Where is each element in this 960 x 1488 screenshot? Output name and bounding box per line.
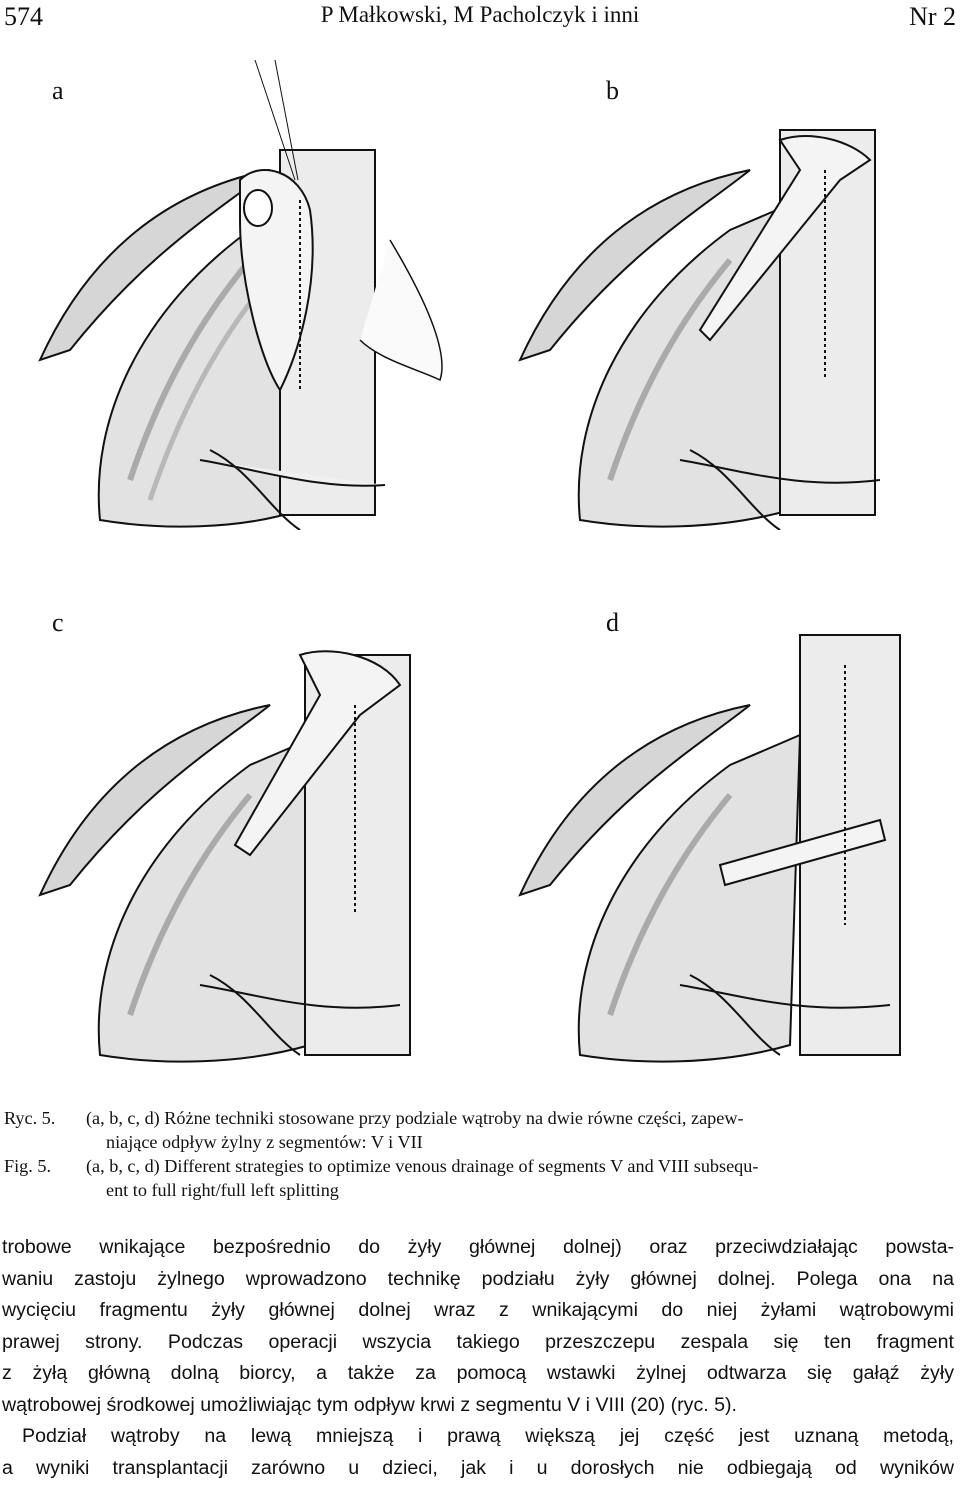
caption-ryc-line1: (a, b, c, d) Różne techniki stosowane pr…: [86, 1108, 744, 1128]
body-paragraphs: trobowe wnikające bezpośrednio do żyły g…: [2, 1232, 954, 1484]
caption-fig-line1: (a, b, c, d) Different strategies to opt…: [86, 1156, 759, 1176]
panel-label-d: d: [606, 608, 619, 637]
figure-panel-a: [38, 60, 443, 530]
caption-fig-tag: Fig. 5.: [4, 1156, 51, 1176]
body-line: a wyniki transplantacji zarówno u dzieci…: [2, 1456, 954, 1479]
caption-fig-line2: ent to full right/full left splitting: [106, 1180, 339, 1200]
issue-number: Nr 2: [909, 2, 956, 31]
panel-label-a: a: [52, 76, 64, 105]
body-line: wycięciu fragmentu żyły głównej dolnej w…: [2, 1299, 954, 1321]
caption-ryc-line2: niające odpływ żylny z segmentów: V i VI…: [106, 1132, 423, 1152]
figure-caption: Ryc. 5. (a, b, c, d) Różne techniki stos…: [0, 1106, 960, 1202]
body-line: Podział wątroby na lewą mniejszą i prawą…: [22, 1425, 954, 1447]
caption-ryc-tag: Ryc. 5.: [4, 1108, 56, 1128]
panel-label-b: b: [606, 76, 619, 105]
figure-panel-c: [38, 650, 411, 1063]
figure-panel-b: [518, 129, 881, 530]
figure-panel-d: [518, 634, 901, 1063]
running-title: P Małkowski, M Pacholczyk i inni: [320, 2, 640, 27]
panel-label-c: c: [52, 608, 64, 637]
page-number: 574: [4, 2, 43, 31]
body-line: trobowe wnikające bezpośrednio do żyły g…: [2, 1236, 954, 1258]
page-header: 574 P Małkowski, M Pacholczyk i inni Nr …: [0, 0, 960, 40]
body-line: prawej strony. Podczas operacji wszycia …: [2, 1330, 954, 1353]
body-line: z żyłą główną dolną biorcy, a także za p…: [2, 1362, 954, 1384]
body-line: waniu zastoju żylnego wprowadzono techni…: [2, 1267, 954, 1290]
body-line: wątrobowej środkowej umożliwiając tym od…: [2, 1393, 737, 1416]
